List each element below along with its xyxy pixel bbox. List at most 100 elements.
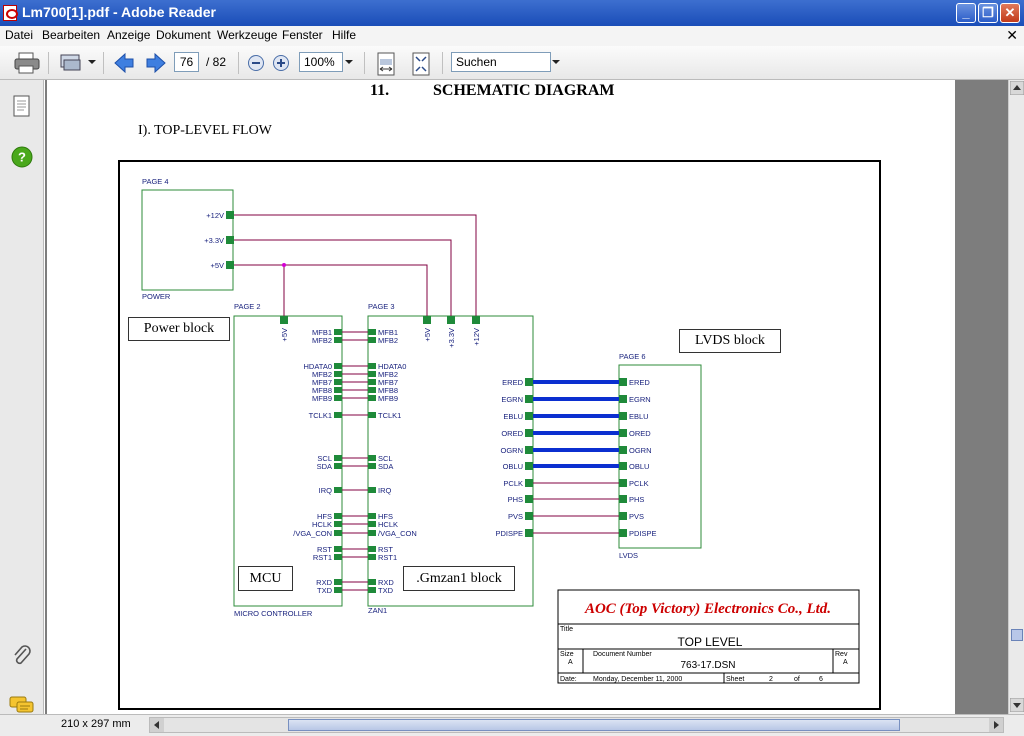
menu-dokument[interactable]: Dokument — [156, 28, 211, 42]
sheet-field-label: Sheet — [726, 676, 744, 683]
print-icon[interactable] — [14, 52, 40, 74]
mcu-pin-label: MFB7 — [312, 378, 332, 387]
zoom-in-icon[interactable] — [272, 54, 290, 72]
vertical-scrollbar[interactable] — [1008, 80, 1024, 714]
mcu-pin-label: HCLK — [312, 520, 332, 529]
mcu-pin-label: MFB1 — [312, 328, 332, 337]
mcu-module-name: MICRO CONTROLLER — [234, 609, 313, 618]
close-button[interactable]: ✕ — [1000, 3, 1020, 23]
window-titlebar: Lm700[1].pdf - Adobe Reader _ ❐ ✕ — [0, 0, 1024, 26]
mcu-pin-label: IRQ — [319, 486, 333, 495]
organize-icon[interactable] — [58, 52, 84, 74]
previous-page-icon[interactable] — [113, 52, 135, 74]
zan-pin — [368, 329, 376, 335]
close-document-icon[interactable]: ✕ — [1006, 27, 1018, 43]
scroll-thumb[interactable] — [1011, 629, 1023, 641]
lvds-pin — [619, 512, 627, 520]
pdf-page: 11. SCHEMATIC DIAGRAM I). TOP-LEVEL FLOW… — [47, 80, 955, 714]
scroll-down-icon[interactable] — [1010, 698, 1024, 712]
mcu-zan-wires — [342, 331, 368, 591]
zoom-out-icon[interactable] — [247, 54, 265, 72]
mcu-pin-label: HDATA0 — [304, 362, 332, 371]
lvds-pin — [619, 495, 627, 503]
menu-fenster[interactable]: Fenster — [282, 28, 323, 42]
date-value: Monday, December 11, 2000 — [593, 676, 682, 683]
sheet-total-value: 6 — [819, 676, 823, 683]
lvds-pin — [619, 446, 627, 454]
mcu-pin — [334, 329, 342, 335]
lvds-wires — [533, 380, 619, 534]
organize-dropdown[interactable] — [86, 52, 96, 72]
help-icon[interactable]: ? — [11, 146, 33, 168]
mcu-pin-label: RXD — [316, 578, 332, 587]
mcu-pin — [334, 513, 342, 519]
lvds-pin-label: PDISPE — [629, 529, 657, 538]
menu-bearbeiten[interactable]: Bearbeiten — [42, 28, 101, 42]
toolbar-separator — [364, 52, 365, 74]
zan-out-pin-label: PHS — [508, 495, 523, 504]
zoom-input[interactable]: 100% — [299, 52, 343, 72]
heading-number: 11. — [370, 82, 390, 99]
horizontal-scroll-thumb[interactable] — [288, 719, 900, 731]
mcu-pin-label: HFS — [317, 512, 332, 521]
lvds-pin-label: PCLK — [629, 479, 649, 488]
power-pin — [226, 236, 234, 244]
mcu-pin — [334, 530, 342, 536]
pages-icon[interactable] — [11, 95, 33, 119]
search-dropdown[interactable] — [550, 52, 560, 72]
lvds-module-name: LVDS — [619, 551, 638, 560]
scroll-up-icon[interactable] — [1010, 81, 1024, 95]
size-field-label: Size — [560, 651, 574, 658]
zan-pin-label: /VGA_CON — [378, 529, 417, 538]
svg-text:?: ? — [18, 150, 26, 165]
zan-pin — [368, 412, 376, 418]
menu-werkzeuge[interactable]: Werkzeuge — [217, 28, 278, 42]
comments-icon[interactable] — [9, 694, 35, 716]
menu-bar: Datei Bearbeiten Anzeige Dokument Werkze… — [0, 26, 1024, 46]
zan-pin-label: MFB2 — [378, 336, 398, 345]
document-viewer[interactable]: 11. SCHEMATIC DIAGRAM I). TOP-LEVEL FLOW… — [45, 80, 1008, 714]
scroll-right-icon[interactable] — [989, 718, 1003, 732]
size-value: A — [568, 659, 573, 666]
mcu-pin — [334, 587, 342, 593]
docnum-value: 763-17.DSN — [680, 660, 735, 671]
next-page-icon[interactable] — [145, 52, 167, 74]
page-number-input[interactable]: 76 — [174, 52, 199, 72]
menu-anzeige[interactable]: Anzeige — [107, 28, 151, 42]
search-input[interactable]: Suchen — [451, 52, 551, 72]
mcu-pin — [334, 546, 342, 552]
mcu-top-pin-label: +5V — [280, 328, 289, 342]
zan-pin — [368, 579, 376, 585]
zan-out-pin-label: PDISPE — [495, 529, 523, 538]
title-field-label: Title — [560, 626, 573, 633]
date-field-label: Date: — [560, 676, 577, 683]
company-name: AOC (Top Victory) Electronics Co., Ltd. — [584, 601, 831, 617]
zan-pin — [368, 363, 376, 369]
full-screen-icon[interactable] — [411, 52, 431, 76]
minimize-button[interactable]: _ — [956, 3, 976, 23]
lvds-pin — [619, 395, 627, 403]
zan-out-pin — [525, 462, 533, 470]
zan-pin-label: TXD — [378, 586, 394, 595]
lvds-pin — [619, 378, 627, 386]
mcu-pin-label: MFB2 — [312, 336, 332, 345]
page-size-readout: 210 x 297 mm — [61, 718, 131, 730]
sheet-value: 2 — [769, 676, 773, 683]
horizontal-scrollbar[interactable] — [149, 717, 1004, 733]
toolbar-separator — [442, 52, 443, 74]
zan-out-pin — [525, 512, 533, 520]
fit-width-icon[interactable] — [376, 52, 396, 76]
menu-datei[interactable]: Datei — [5, 28, 34, 42]
menu-hilfe[interactable]: Hilfe — [332, 28, 357, 42]
maximize-button[interactable]: ❐ — [978, 3, 998, 23]
gmzan-block-label: .Gmzan1 block — [403, 566, 515, 591]
zoom-dropdown[interactable] — [343, 52, 353, 72]
zan-pin-label: TCLK1 — [378, 411, 401, 420]
lvds-module — [618, 364, 702, 549]
zan-pin — [368, 455, 376, 461]
attachments-icon[interactable] — [11, 644, 33, 668]
scroll-left-icon[interactable] — [150, 718, 164, 732]
zan-pin-label: RST1 — [378, 553, 397, 562]
mcu-pin-label: MFB8 — [312, 386, 332, 395]
